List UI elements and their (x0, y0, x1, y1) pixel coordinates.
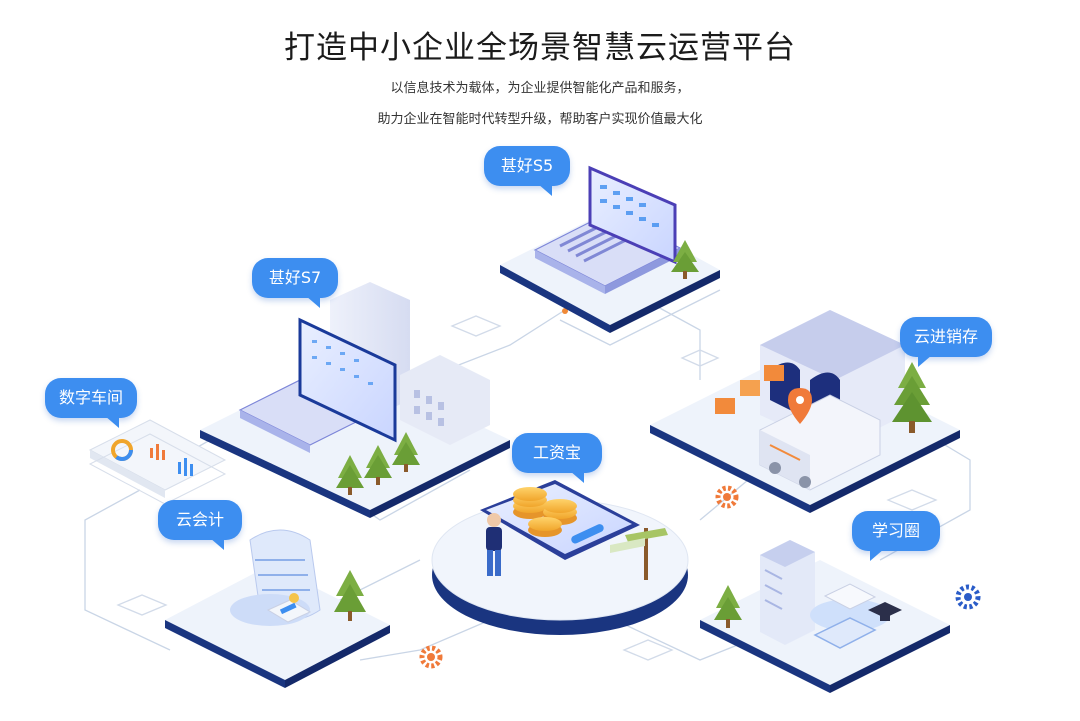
label-cloud-accounting[interactable]: 云会计 (158, 500, 242, 550)
gear-icon (419, 485, 981, 669)
platform-cloud-accounting (165, 529, 390, 688)
page-title: 打造中小企业全场景智慧云运营平台 (284, 30, 796, 66)
label-cloud-inventory[interactable]: 云进销存 (900, 317, 992, 367)
label-s7[interactable]: 甚好S7 (252, 258, 338, 308)
platform-payroll (431, 480, 689, 635)
platform-digital-workshop (88, 419, 227, 505)
label-payroll[interactable]: 工资宝 (512, 433, 602, 483)
label-learning-circle[interactable]: 学习圈 (852, 511, 940, 561)
platform-s5 (500, 165, 720, 333)
platform-s7 (200, 282, 510, 518)
platform-cloud-inventory (650, 310, 960, 513)
platform-learning-circle (700, 540, 950, 693)
subtitle-line-2: 助力企业在智能时代转型升级，帮助客户实现价值最大化 (377, 112, 703, 127)
label-s5[interactable]: 甚好S5 (484, 146, 570, 196)
label-digital-workshop[interactable]: 数字车间 (45, 378, 137, 428)
decorative-diamonds (116, 315, 938, 661)
subtitle-line-1: 以信息技术为载体，为企业提供智能化产品和服务， (390, 81, 690, 96)
